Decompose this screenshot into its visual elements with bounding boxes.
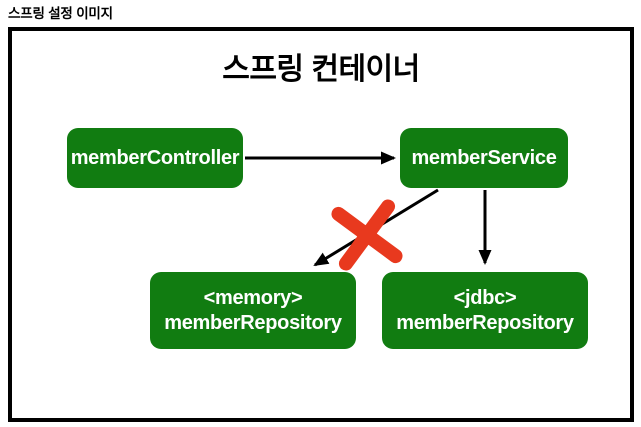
node-member-controller: memberController — [67, 128, 243, 188]
node-label-line2: memberRepository — [164, 311, 342, 334]
spring-container-title: 스프링 컨테이너 — [222, 53, 420, 86]
node-label: memberController — [70, 146, 240, 169]
node-memory-member-repository: <memory> memberRepository — [150, 272, 356, 349]
node-label-line1: <jdbc> — [453, 286, 517, 309]
node-label: memberService — [411, 146, 557, 169]
node-member-service: memberService — [400, 128, 568, 188]
node-label-line1: <memory> — [203, 286, 303, 309]
page-title: 스프링 설정 이미지 — [8, 6, 113, 21]
node-label-line2: memberRepository — [396, 311, 574, 334]
node-jdbc-member-repository: <jdbc> memberRepository — [382, 272, 588, 349]
